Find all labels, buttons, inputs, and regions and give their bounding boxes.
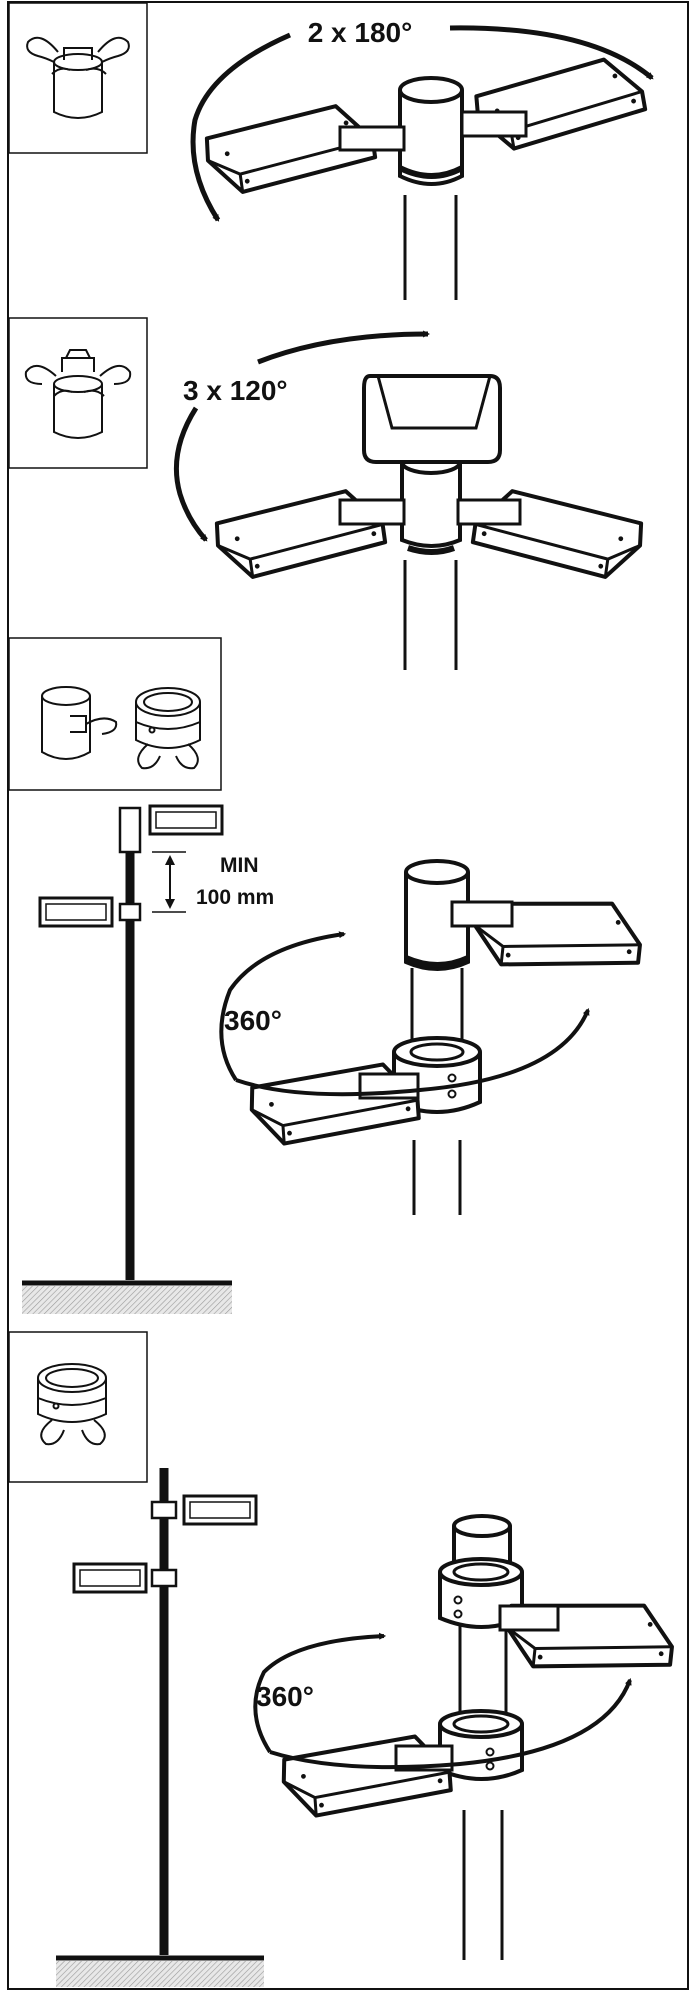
panel-2: 3 x 120° xyxy=(8,317,648,670)
panel-1: 2 x 180° xyxy=(8,2,654,300)
rotation-arrow-right xyxy=(269,1678,632,1770)
spacing-label-value: 100 mm xyxy=(196,886,274,909)
rotation-label: 360° xyxy=(256,1681,314,1712)
rotation-label: 2 x 180° xyxy=(308,17,413,48)
rotation-arrow-left xyxy=(190,32,292,222)
rotation-arrow-left xyxy=(253,1632,387,1754)
double-bracket-icon xyxy=(26,36,130,119)
rotation-label: 360° xyxy=(224,1005,282,1036)
mount-bracket-upper xyxy=(450,900,514,928)
rotation-arrow-right xyxy=(449,25,654,80)
panel-3: MIN 100 mm 360° xyxy=(8,637,646,1314)
outer-frame xyxy=(7,1,689,1990)
rotation-label: 3 x 120° xyxy=(183,375,288,406)
spacing-label-min: MIN xyxy=(220,854,259,877)
floodlight-top xyxy=(362,374,502,464)
mount-bracket-right xyxy=(460,110,528,138)
top-and-ring-bracket-icon xyxy=(41,686,201,770)
rotation-arrow-left xyxy=(173,406,208,542)
ground-hatch xyxy=(56,1961,264,1987)
ground-hatch xyxy=(22,1286,232,1314)
rotation-arrow-top xyxy=(257,330,431,365)
triple-bracket-icon xyxy=(24,349,132,439)
rotation-arrow-right xyxy=(235,1008,590,1097)
mount-bracket-left xyxy=(338,498,406,526)
bracket-thumbnail-4 xyxy=(8,1331,148,1483)
panel-4: 360° xyxy=(8,1331,678,1987)
rotation-arrow-left xyxy=(219,931,347,1082)
floodlight-right xyxy=(469,52,650,156)
ring-clamp-icon xyxy=(37,1363,107,1446)
bracket-thumbnail-1 xyxy=(8,2,148,154)
mount-bracket-upper xyxy=(498,1604,560,1632)
mount-bracket-right xyxy=(456,498,522,526)
mount-bracket-left xyxy=(338,125,406,152)
